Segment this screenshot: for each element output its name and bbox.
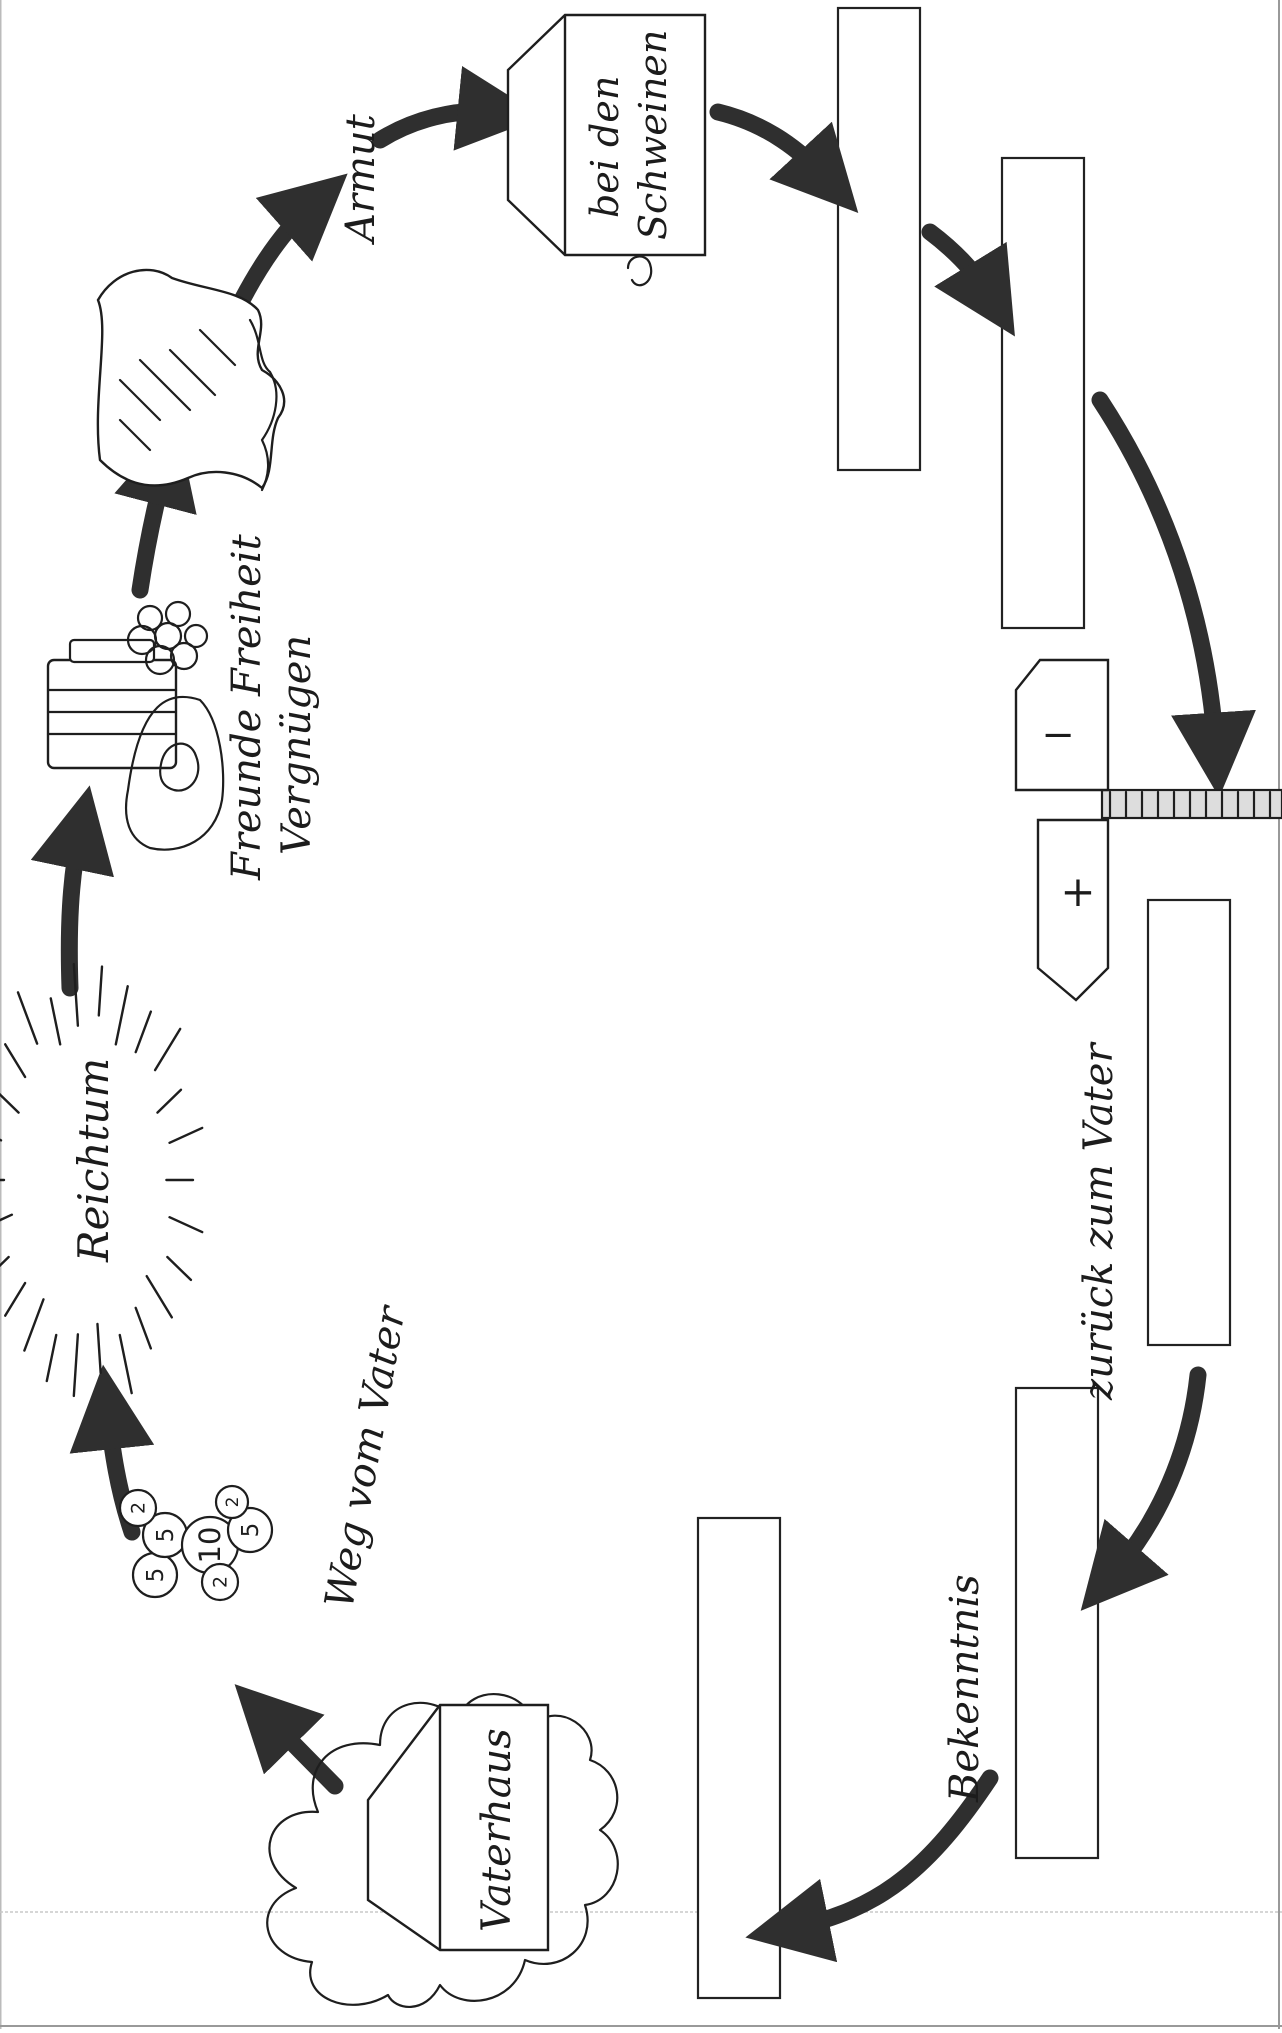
coin-value: 2	[128, 1502, 150, 1514]
sun-ray	[170, 1128, 203, 1143]
answer-box-4	[1016, 1388, 1098, 1858]
sun-ray	[97, 1324, 100, 1373]
coins-cluster: 5 5 2 10 5 2 2	[120, 1486, 272, 1600]
sun-ray	[167, 1257, 191, 1280]
sun-ray	[136, 1012, 151, 1052]
sun-ray	[155, 1029, 180, 1070]
sun-ray	[136, 1308, 151, 1348]
arrow-vaterhaus-to-coins	[268, 1718, 335, 1786]
signpost-minus: −	[1041, 712, 1075, 758]
coin-value: 2	[223, 1497, 243, 1508]
weg-vom-vater-label: Weg vom Vater	[317, 1300, 416, 1611]
empty-sack-icon	[98, 270, 284, 490]
bekenntnis-label: Bekenntnis	[942, 1574, 988, 1803]
sun-ray	[18, 992, 37, 1043]
arrow-box1-to-box2	[930, 232, 990, 296]
answer-box-1	[838, 8, 920, 470]
armut-label: Armut	[338, 113, 384, 246]
sun-ray	[170, 1217, 203, 1232]
sun-ray	[99, 967, 102, 1016]
sun-ray	[120, 1335, 132, 1393]
arrow-sack-to-armut	[242, 205, 312, 300]
sun-ray	[5, 1283, 25, 1316]
vaterhaus-label: Vaterhaus	[474, 1728, 520, 1932]
sun-ray	[147, 1276, 172, 1317]
sun-ray	[47, 1335, 56, 1381]
sun-ray	[5, 1044, 25, 1077]
sun-ray	[157, 1090, 181, 1113]
reichtum-label: Reichtum	[69, 1058, 118, 1263]
coin-value: 5	[153, 1528, 179, 1543]
sun-ray	[51, 998, 60, 1044]
coin-value: 2	[210, 1576, 232, 1588]
bei-den-label: bei den	[583, 76, 627, 218]
sun-ray	[0, 1084, 19, 1113]
coin-value: 10	[193, 1527, 227, 1564]
arrow-armut-to-schweinen	[380, 111, 495, 140]
sun-ray	[74, 1334, 78, 1396]
zurueck-zum-vater-label: zurück zum Vater	[1076, 1041, 1122, 1401]
sun-ray	[116, 986, 128, 1044]
schweinen-label: Schweinen	[631, 30, 675, 240]
sun-ray	[24, 1299, 43, 1350]
arrow-box2-to-signpost	[1100, 400, 1216, 750]
answer-box-5	[698, 1518, 780, 1998]
vaterhaus-house-icon	[368, 1705, 548, 1950]
coin-value: 5	[238, 1523, 264, 1538]
freunde-freiheit-label: Freunde Freiheit	[224, 533, 270, 881]
coin-value: 5	[143, 1568, 169, 1583]
answer-box-3	[1148, 900, 1230, 1345]
signpost-plus: +	[1060, 867, 1095, 916]
answer-box-2	[1002, 158, 1084, 628]
vergnuegen-label: Vergnügen	[274, 635, 320, 855]
sun-ray	[0, 1215, 12, 1227]
mug-food-icon	[48, 602, 223, 850]
arrow-schweinen-to-box1	[718, 112, 826, 178]
arrow-box3-to-box4	[1112, 1375, 1198, 1575]
